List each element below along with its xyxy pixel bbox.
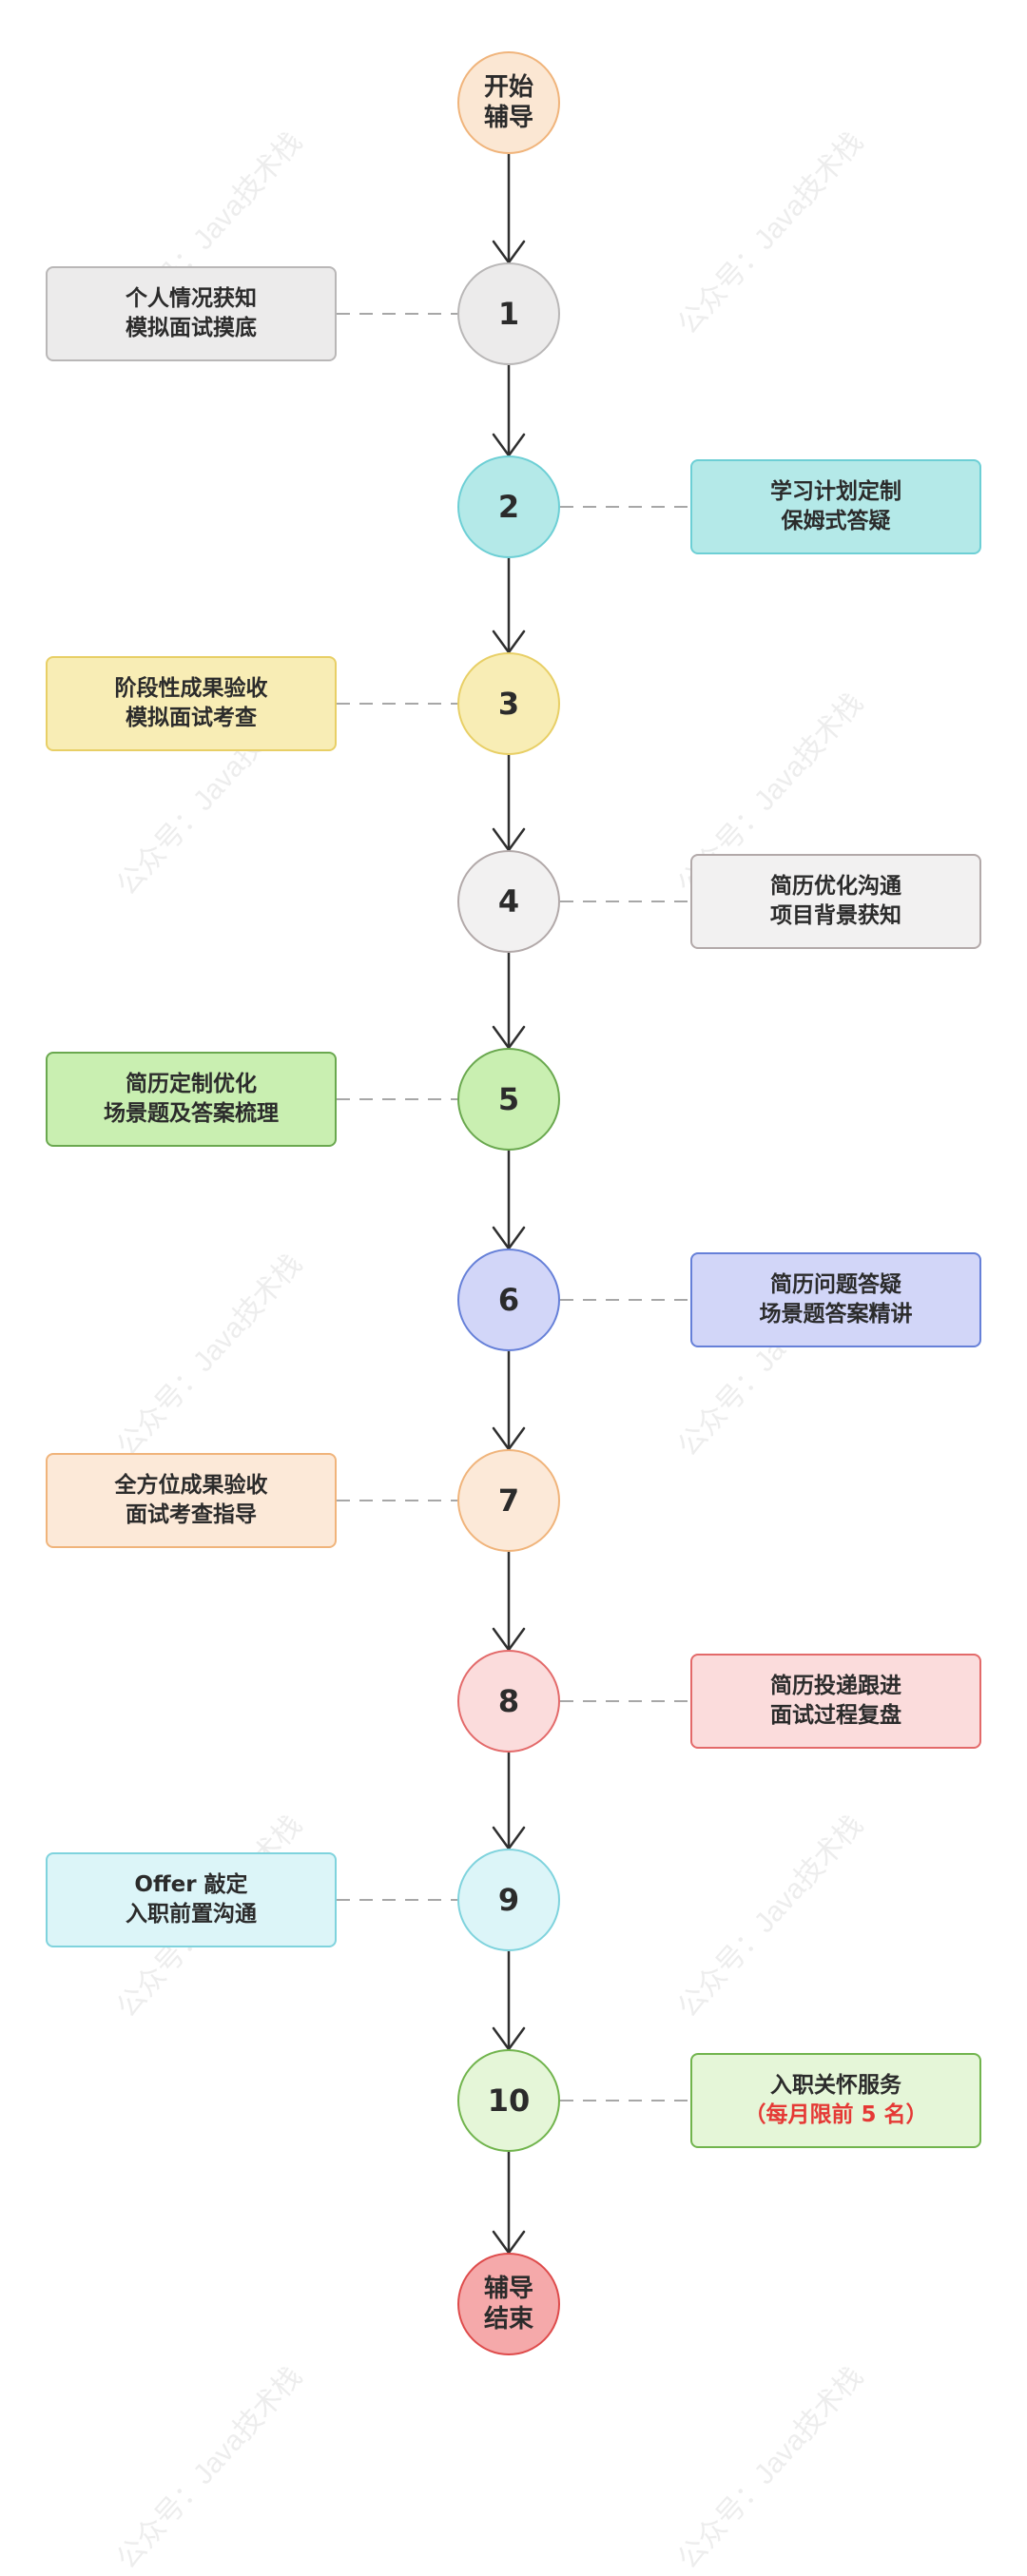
step-card-5: 简历定制优化场景题及答案梳理 xyxy=(46,1052,337,1147)
step-node-8: 8 xyxy=(457,1650,560,1753)
start-node: 开始辅导 xyxy=(457,51,560,154)
step-card-line-2: 面试过程复盘 xyxy=(770,1703,901,1728)
step-number: 8 xyxy=(497,1683,520,1719)
step-card-8: 简历投递跟进面试过程复盘 xyxy=(690,1654,981,1749)
step-card-line-2: 模拟面试考查 xyxy=(126,706,257,730)
step-card-line-1: 简历优化沟通 xyxy=(770,873,901,899)
end-node-label: 辅导结束 xyxy=(484,2274,533,2335)
step-card-7: 全方位成果验收面试考查指导 xyxy=(46,1453,337,1548)
step-card-line-1: 全方位成果验收 xyxy=(114,1472,268,1498)
step-node-5: 5 xyxy=(457,1048,560,1151)
step-card-line-1: 个人情况获知 xyxy=(126,285,257,311)
step-card-line-2: 场景题及答案梳理 xyxy=(104,1101,279,1126)
step-number: 9 xyxy=(497,1882,520,1918)
step-node-4: 4 xyxy=(457,850,560,953)
step-card-line-1: Offer 敲定 xyxy=(134,1871,248,1897)
step-node-7: 7 xyxy=(457,1449,560,1552)
step-card-line-1: 简历问题答疑 xyxy=(770,1271,901,1297)
step-card-10: 入职关怀服务 （每月限前 5 名） xyxy=(690,2053,981,2148)
start-node-line2: 辅导 xyxy=(483,104,533,132)
step-card-line-1: 简历投递跟进 xyxy=(770,1673,901,1698)
step-node-1: 1 xyxy=(457,262,560,365)
step-node-2: 2 xyxy=(457,455,560,558)
step-card-line-1: 简历定制优化 xyxy=(126,1071,257,1096)
end-node: 辅导结束 xyxy=(457,2253,560,2355)
end-node-line1: 辅导 xyxy=(483,2274,533,2303)
step-card-3: 阶段性成果验收模拟面试考查 xyxy=(46,656,337,751)
step-number: 4 xyxy=(497,883,520,920)
step-number: 2 xyxy=(497,489,520,525)
step-number: 3 xyxy=(497,686,520,722)
step-card-6: 简历问题答疑场景题答案精讲 xyxy=(690,1252,981,1347)
step-node-3: 3 xyxy=(457,652,560,755)
step-node-9: 9 xyxy=(457,1849,560,1951)
step-node-6: 6 xyxy=(457,1249,560,1351)
step-number: 5 xyxy=(497,1081,520,1117)
step-card-1: 个人情况获知模拟面试摸底 xyxy=(46,266,337,361)
step-node-10: 10 xyxy=(457,2049,560,2152)
end-node-line2: 结束 xyxy=(483,2305,533,2334)
coaching-flow-diagram: 公众号：Java技术栈公众号：Java技术栈公众号：Java技术栈公众号：Jav… xyxy=(46,51,981,2575)
step-card-line-2: 场景题答案精讲 xyxy=(759,1302,913,1327)
step-card-line-2: （每月限前 5 名） xyxy=(744,2102,928,2127)
step-card-line-1: 阶段性成果验收 xyxy=(114,675,268,701)
step-card-line-2: 保姆式答疑 xyxy=(781,509,891,533)
step-card-9: Offer 敲定入职前置沟通 xyxy=(46,1852,337,1947)
step-card-4: 简历优化沟通项目背景获知 xyxy=(690,854,981,949)
start-node-label: 开始辅导 xyxy=(484,72,533,134)
step-card-line-1: 学习计划定制 xyxy=(770,478,901,504)
step-card-line-1: 入职关怀服务 xyxy=(770,2072,901,2098)
step-number: 6 xyxy=(497,1282,520,1318)
step-number: 7 xyxy=(497,1482,520,1519)
start-node-line1: 开始 xyxy=(483,72,533,102)
step-card-line-2: 面试考查指导 xyxy=(126,1502,257,1527)
step-card-line-2: 项目背景获知 xyxy=(770,903,901,928)
step-card-line-2: 模拟面试摸底 xyxy=(126,316,257,340)
step-card-line-2: 入职前置沟通 xyxy=(126,1902,257,1927)
step-card-2: 学习计划定制保姆式答疑 xyxy=(690,459,981,554)
step-number: 10 xyxy=(487,2082,531,2119)
step-number: 1 xyxy=(497,296,520,332)
